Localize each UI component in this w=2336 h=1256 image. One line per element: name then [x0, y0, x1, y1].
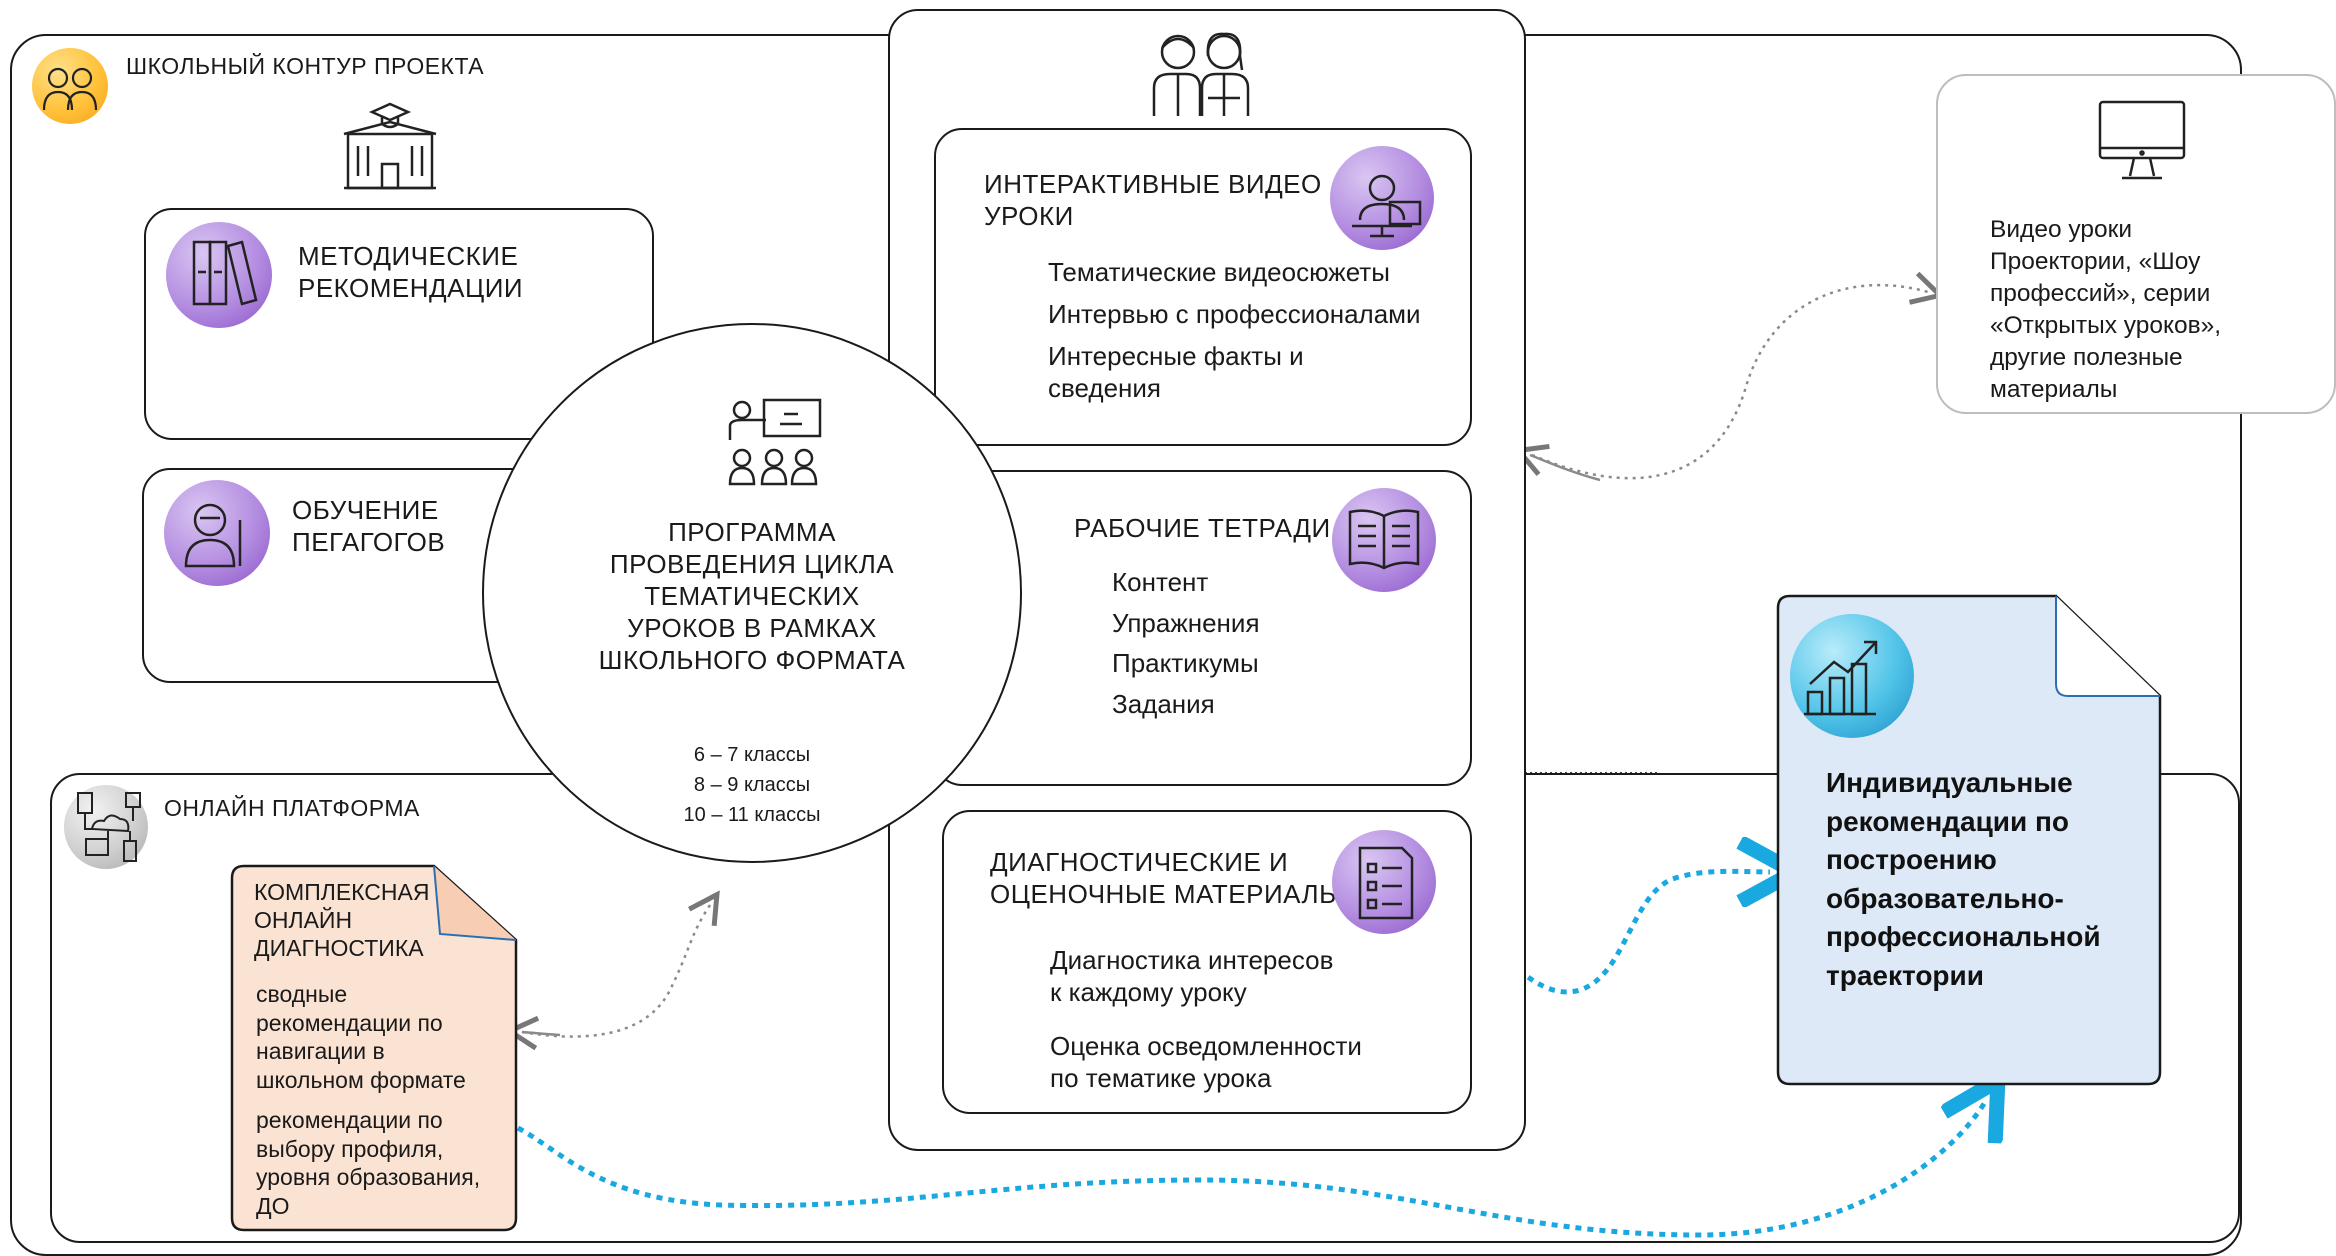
classroom-icon: [728, 398, 822, 486]
connector-diag-result: [1470, 871, 1770, 995]
workbooks-item-1: Контент: [1112, 567, 1209, 597]
connector-doc-result: [516, 1102, 1985, 1238]
central-program-circle: [482, 323, 1022, 863]
video-item-2: Интервью с профессионалами: [1048, 299, 1421, 329]
school-building-icon: [343, 102, 437, 190]
teachers-pair-icon: [32, 48, 108, 124]
online-platform-title: ОНЛАЙН ПЛАТФОРМА: [164, 795, 420, 821]
grade-2: 8 – 9 классы: [693, 774, 811, 796]
growth-chart-icon: [1790, 614, 1914, 738]
external-resources-card: [1936, 74, 2336, 414]
workbooks-item-4: Задания: [1112, 688, 1215, 719]
video-item-3: Интересные факты и сведения: [1048, 341, 1304, 403]
open-book-icon: [1332, 488, 1436, 592]
diagnostics-item-2: Оценка осведомленности по тематике урока: [1050, 1031, 1362, 1093]
video-lessons-list: Тематические видеосюжеты Интервью с проф…: [1048, 256, 1421, 414]
connector-external: [1531, 285, 1928, 480]
students-icon: [1152, 32, 1250, 116]
connector-center-doc: [521, 905, 710, 1038]
online-diagnostics-title: КОМПЛЕКСНАЯ ОНЛАЙН ДИАГНОСТИКА: [254, 879, 430, 961]
online-diagnostics-doc: [230, 864, 518, 1232]
teacher-training-label: ОБУЧЕНИЕ ПЕГАГОГОВ: [292, 495, 446, 557]
workbooks-item-3: Практикумы: [1112, 648, 1259, 678]
video-lesson-icon: [1330, 146, 1434, 250]
methodical-label: МЕТОДИЧЕСКИЕ РЕКОМЕНДАЦИИ: [298, 241, 524, 303]
workbooks-item-2: Упражнения: [1112, 607, 1260, 638]
diagnostics-title: ДИАГНОСТИЧЕСКИЕ И ОЦЕНОЧНЫЕ МАТЕРИАЛЫ: [990, 847, 1343, 909]
grade-1: 6 – 7 классы: [693, 744, 811, 766]
video-item-1: Тематические видеосюжеты: [1048, 257, 1390, 287]
school-contour-title: ШКОЛЬНЫЙ КОНТУР ПРОЕКТА: [126, 53, 485, 79]
teacher-icon: [164, 480, 270, 586]
monitor-icon: [2098, 100, 2186, 180]
video-lessons-title: ИНТЕРАКТИВНЫЕ ВИДЕО УРОКИ: [984, 169, 1322, 231]
binders-icon: [166, 222, 272, 328]
diagnostics-item-1: Диагностика интересов к каждому уроку: [1050, 945, 1334, 1007]
network-icon: [64, 785, 148, 869]
checklist-icon: [1332, 830, 1436, 934]
central-program-title: ПРОГРАММА ПРОВЕДЕНИЯ ЦИКЛА ТЕМАТИЧЕСКИХ …: [598, 517, 906, 675]
online-diagnostics-item-2: рекомендации по выбору профиля, уровня о…: [256, 1107, 481, 1219]
external-resources-text: Видео уроки Проектории, «Шоу профессий»,…: [1990, 216, 2222, 403]
grades-list: 6 – 7 классы 8 – 9 классы 10 – 11 классы: [482, 740, 1022, 830]
online-diagnostics-item-1: сводные рекомендации по навигации в школ…: [256, 981, 466, 1093]
workbooks-list: Контент Упражнения Практикумы Задания: [1112, 562, 1260, 724]
grade-3: 10 – 11 классы: [683, 804, 821, 826]
result-text: Индивидуальные рекомендации по построени…: [1826, 767, 2101, 991]
workbooks-title: РАБОЧИЕ ТЕТРАДИ: [1074, 513, 1331, 543]
